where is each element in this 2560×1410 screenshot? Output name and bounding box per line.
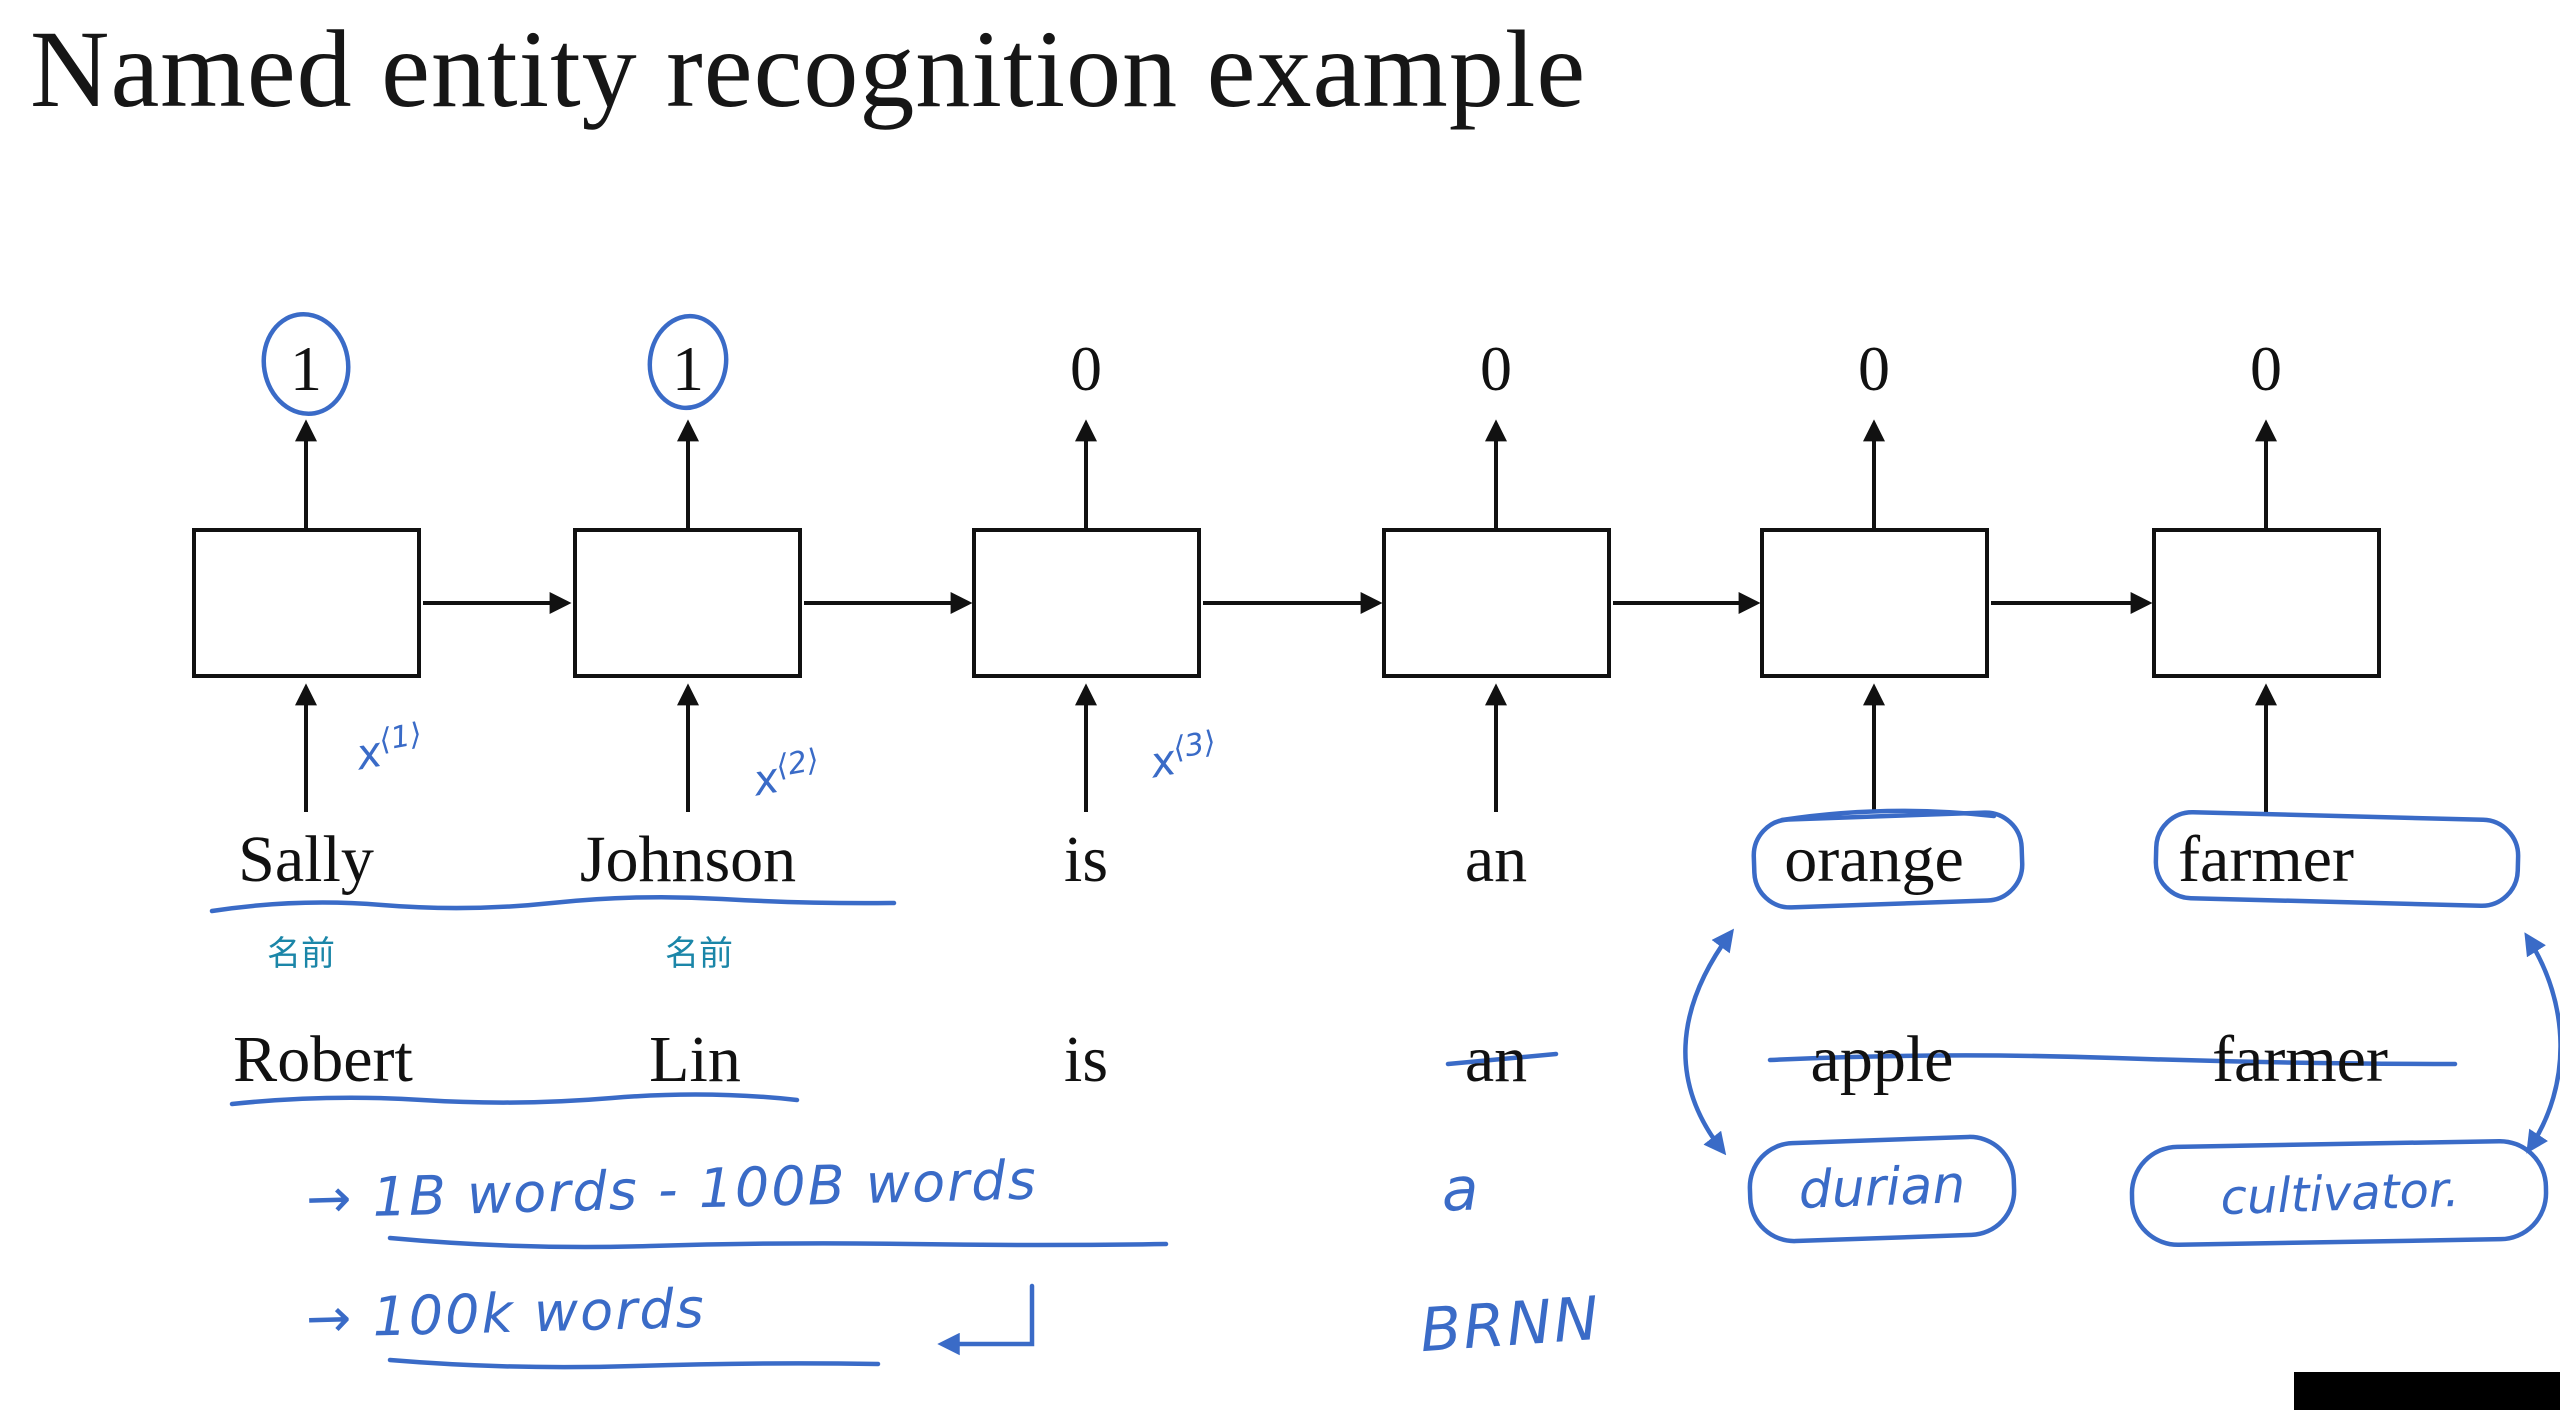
circle-output-2 — [647, 313, 729, 411]
hand-box-cultivator — [2129, 1138, 2549, 1248]
x-annotation-2-sup: ⟨2⟩ — [773, 742, 822, 785]
input-word-sally: Sally — [238, 823, 374, 896]
note-small-corpus: → 100k words — [305, 1276, 707, 1351]
input-word-johnson: Johnson — [579, 823, 797, 896]
input-word-farmer: farmer — [2178, 823, 2354, 896]
rnn-cell-box-3 — [972, 528, 1201, 678]
hook-arrow — [937, 1283, 1035, 1356]
sentence2-word-lin: Lin — [649, 1023, 741, 1096]
x-annotation-1-sup: ⟨1⟩ — [376, 716, 425, 759]
underline-sally-johnson — [209, 894, 897, 914]
rnn-cells — [192, 528, 2381, 678]
underline-robert-lin — [229, 1092, 800, 1107]
name-label-1: 名前 — [267, 934, 335, 974]
rnn-cell-box-6 — [2152, 528, 2381, 678]
hand-box-orange-extra-stroke — [1779, 808, 1997, 823]
handwritten-strokes — [209, 311, 2560, 1370]
sentence2-word-apple: apple — [1810, 1023, 1954, 1096]
strike-an — [1445, 1051, 1559, 1067]
x-annotation-3-sup: ⟨3⟩ — [1170, 724, 1219, 767]
hand-box-farmer — [2153, 809, 2521, 909]
output-label-3: 0 — [1070, 333, 1102, 404]
note-article-a: a — [1440, 1154, 1480, 1226]
rnn-cell-box-2 — [573, 528, 802, 678]
output-arrows — [295, 419, 2277, 528]
output-label-2: 1 — [672, 333, 704, 404]
sentence2-word-an: an — [1464, 1023, 1528, 1096]
hand-box-orange — [1751, 810, 2025, 910]
slide-title: Named entity recognition example — [30, 8, 1587, 130]
circle-output-1 — [261, 311, 351, 417]
note-brnn: BRNN — [1417, 1283, 1603, 1367]
note-durian: durian — [1797, 1155, 1967, 1221]
rnn-cell-box-1 — [192, 528, 421, 678]
rnn-cell-box-4 — [1382, 528, 1611, 678]
input-word-is: is — [1063, 823, 1109, 896]
output-label-6: 0 — [2250, 333, 2282, 404]
swap-arrow-right — [2524, 932, 2560, 1154]
bottom-right-black-bar — [2294, 1372, 2560, 1410]
sentence2-word-robert: Robert — [233, 1023, 413, 1096]
input-arrows — [295, 683, 2277, 812]
underline-note-small-corpus — [387, 1357, 881, 1370]
hand-box-durian — [1747, 1134, 2017, 1244]
output-label-1: 1 — [290, 333, 322, 404]
swap-arrow-left — [1683, 928, 1735, 1156]
output-label-4: 0 — [1480, 333, 1512, 404]
input-word-an: an — [1464, 823, 1528, 896]
rnn-cell-box-5 — [1760, 528, 1989, 678]
name-label-2: 名前 — [665, 934, 733, 974]
sentence2-word-farmer: farmer — [2212, 1023, 2388, 1096]
input-word-orange: orange — [1784, 823, 1964, 896]
underline-note-large-corpus — [387, 1235, 1169, 1250]
sentence2-word-is: is — [1063, 1023, 1109, 1096]
output-label-5: 0 — [1858, 333, 1890, 404]
strike-apple-farmer — [1767, 1053, 2458, 1067]
note-cultivator: cultivator. — [2219, 1161, 2461, 1227]
